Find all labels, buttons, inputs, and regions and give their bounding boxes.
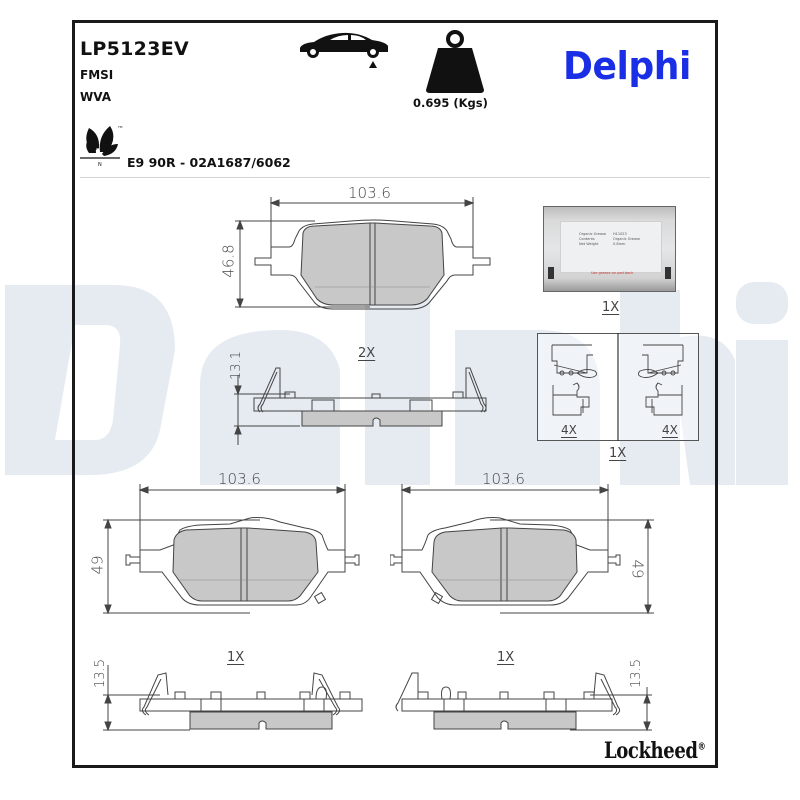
wva-label: WVA bbox=[80, 90, 111, 104]
header-divider bbox=[80, 177, 710, 178]
clip-right-quantity: 4X bbox=[662, 423, 678, 437]
top-pad-width: 103.6 bbox=[348, 184, 391, 202]
bottom-right-pad-drawing bbox=[390, 484, 654, 615]
top-pad-drawing bbox=[235, 197, 491, 310]
svg-text:N: N bbox=[98, 162, 102, 168]
weight-icon bbox=[426, 30, 484, 93]
clip-kit-drawing bbox=[537, 333, 699, 441]
clip-left-quantity: 4X bbox=[561, 423, 577, 437]
bottom-left-pad-width: 103.6 bbox=[218, 470, 261, 488]
top-side-drawing bbox=[234, 367, 487, 445]
bottom-right-side-quantity: 1X bbox=[497, 650, 515, 665]
sachet-quantity: 1X bbox=[602, 300, 620, 315]
bottom-right-pad-width: 103.6 bbox=[482, 470, 525, 488]
approval-number: E9 90R - 02A1687/6062 bbox=[127, 155, 291, 170]
registered-mark: ® bbox=[697, 741, 706, 753]
fmsi-label: FMSI bbox=[80, 68, 114, 82]
delphi-logo: Delphi bbox=[563, 44, 691, 88]
svg-text:TM: TM bbox=[117, 125, 123, 129]
bottom-right-side-drawing bbox=[395, 672, 652, 732]
clip-kit-quantity: 1X bbox=[609, 446, 627, 461]
part-number: LP5123EV bbox=[80, 38, 189, 60]
car-rear-axle-icon bbox=[300, 32, 388, 68]
bottom-left-side-drawing bbox=[103, 665, 363, 732]
bottom-left-pad-drawing bbox=[103, 484, 360, 615]
bottom-left-side-quantity: 1X bbox=[227, 650, 245, 665]
lockheed-logo: Lockheed® bbox=[604, 738, 706, 764]
eco-leaf-icon: N TM bbox=[80, 125, 123, 168]
top-side-quantity: 2X bbox=[358, 346, 376, 361]
lockheed-logo-text: Lockheed bbox=[604, 738, 698, 764]
weight-value: 0.695 (Kgs) bbox=[413, 96, 488, 110]
delphi-watermark bbox=[5, 282, 788, 485]
